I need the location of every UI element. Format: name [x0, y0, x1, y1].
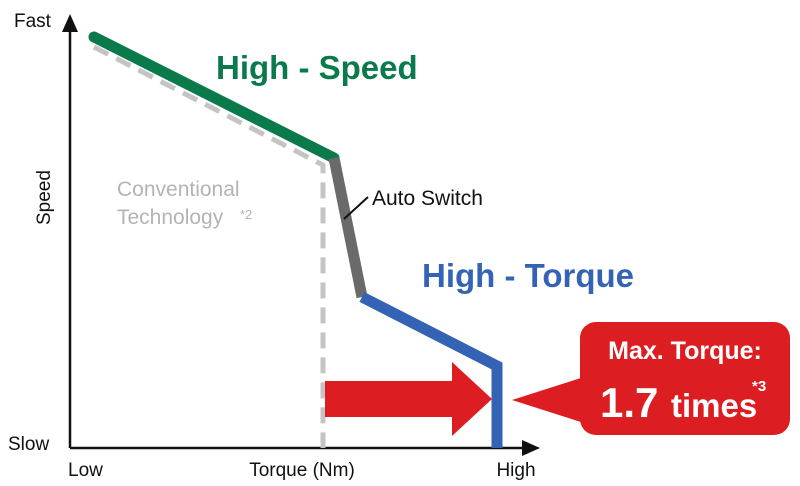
callout-title: Max. Torque:: [608, 337, 762, 365]
y-bottom-label: Slow: [8, 434, 49, 455]
torque-increase-arrow-icon: [325, 362, 492, 436]
high-torque-label: High - Torque: [422, 257, 634, 294]
conventional-note: *2: [240, 207, 252, 222]
callout-note: *3: [752, 378, 766, 395]
high-speed-label: High - Speed: [216, 49, 418, 86]
x-axis-arrow-icon: [522, 440, 540, 456]
y-top-label: Fast: [14, 11, 52, 32]
callout-pointer: [512, 377, 584, 423]
conventional-label-line2: Technology: [117, 206, 224, 229]
conventional-curve: [92, 44, 326, 448]
auto-switch-segment: [328, 156, 368, 299]
x-axis-title: Torque (Nm): [249, 460, 355, 481]
high-speed-segment: [88, 31, 340, 164]
callout-unit: times: [671, 387, 757, 424]
high-torque-segment: [359, 292, 503, 448]
callout-box: [580, 322, 790, 435]
auto-switch-label: Auto Switch: [372, 187, 483, 210]
y-axis-title: Speed: [34, 170, 55, 225]
y-axis-arrow-icon: [62, 14, 78, 32]
conventional-label-line1: Conventional: [117, 178, 240, 201]
x-right-label: High: [496, 460, 535, 481]
x-left-label: Low: [68, 460, 103, 481]
callout-value: 1.7: [600, 379, 658, 426]
max-torque-callout: Max. Torque: 1.7 times *3: [512, 322, 790, 435]
auto-switch-leader: [343, 196, 369, 220]
